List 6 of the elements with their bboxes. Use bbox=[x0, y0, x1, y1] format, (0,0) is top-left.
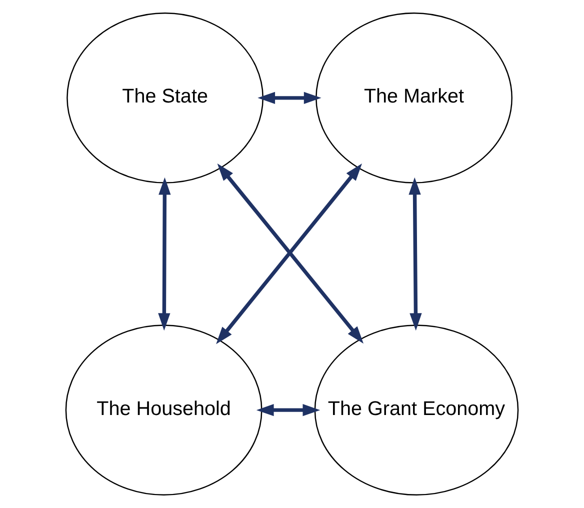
arrow bbox=[258, 92, 322, 104]
arrow bbox=[256, 404, 320, 416]
node-ellipse: The Market bbox=[316, 12, 512, 184]
node-ellipse: The State bbox=[66, 12, 264, 184]
arrow bbox=[408, 177, 422, 331]
arrow bbox=[158, 177, 171, 331]
